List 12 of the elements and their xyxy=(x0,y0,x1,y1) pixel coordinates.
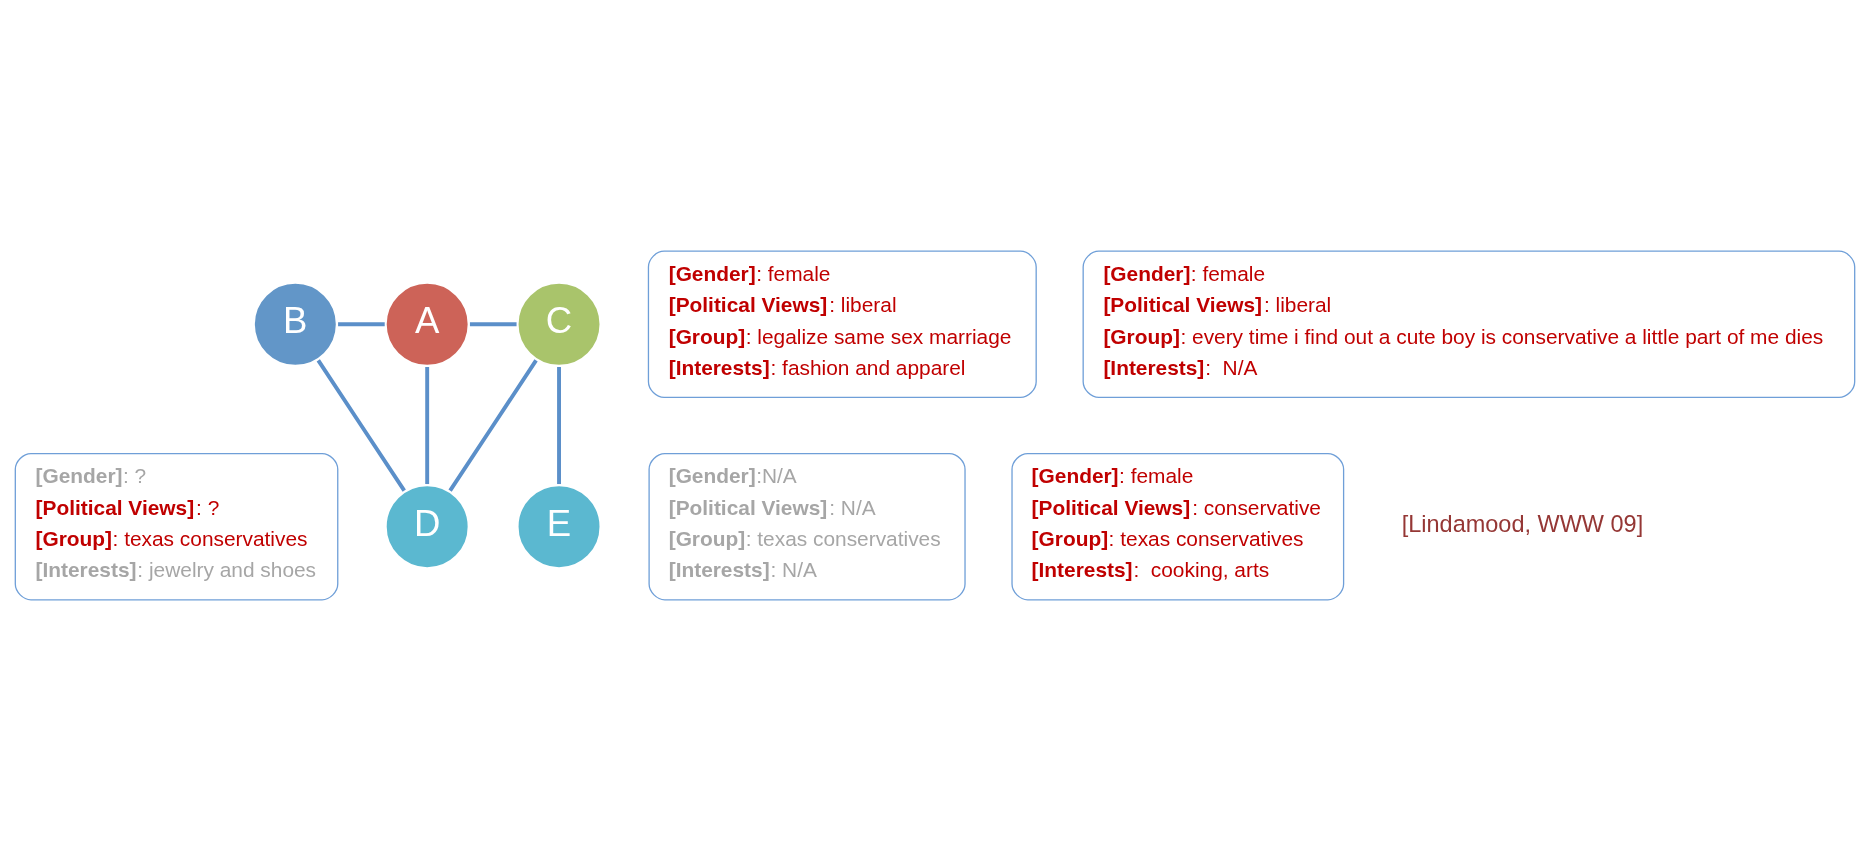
node-box: [Gender]: female [Political Views]: conservative [Group]: texas conservatives [Interests]: cooking, arts xyxy=(1011,452,1345,601)
connector xyxy=(557,367,561,485)
connector xyxy=(469,322,517,327)
node-box: [Gender]: female [Political Views]: liberal [Group]: every time i find out a cute boy is conservative a little part of me dies [Interests]: N/A xyxy=(1082,250,1856,399)
label: [Lindamood, WWW 09] xyxy=(1401,511,1644,538)
node-box: [Gender]:N/A [Political Views]: N/A [Group]: texas conservatives [Interests]: N/A xyxy=(648,452,966,601)
node-box: [Gender]: ? [Political Views]: ? [Group]: texas conservatives [Interests]: jewelry and shoes xyxy=(14,452,339,601)
connector xyxy=(316,359,406,492)
connector xyxy=(425,367,430,485)
connector xyxy=(448,359,538,492)
node-box: [Gender]: female [Political Views]: liberal [Group]: legalize same sex marriage [Interests]: fashion and apparel xyxy=(647,250,1037,399)
connector xyxy=(338,322,385,327)
